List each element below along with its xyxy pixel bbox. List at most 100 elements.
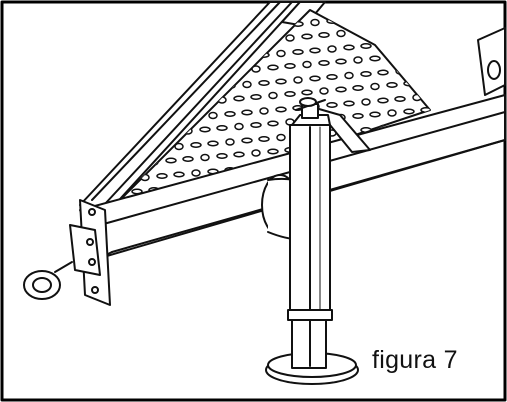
plate-hole — [165, 73, 177, 80]
plate-hole — [369, 55, 381, 62]
plate-hole — [293, 76, 303, 84]
plate-hole — [182, 16, 194, 22]
plate-hole — [403, 108, 415, 115]
plate-hole — [394, 40, 406, 46]
plate-hole — [267, 36, 279, 43]
plate-hole — [318, 32, 330, 38]
plate-hole — [447, 64, 455, 70]
plate-hole — [200, 153, 210, 162]
plate-hole — [438, 50, 448, 54]
plate-hole — [370, 82, 380, 91]
plate-hole — [233, 151, 245, 158]
plate-hole — [250, 94, 262, 100]
plate-hole — [403, 24, 415, 31]
plate-hole — [284, 63, 296, 69]
plate-hole — [139, 118, 151, 125]
plate-hole — [123, 63, 133, 71]
plate-hole — [139, 62, 151, 69]
plate-hole — [149, 74, 159, 82]
plate-hole — [394, 96, 406, 102]
plate-hole — [361, 98, 371, 106]
plate-hole — [241, 137, 253, 144]
plate-hole — [369, 27, 381, 34]
plate-hole — [267, 64, 279, 71]
plate-hole — [122, 36, 134, 42]
plate-hole — [309, 47, 321, 54]
plate-hole — [234, 122, 244, 131]
plate-hole — [216, 153, 228, 159]
plate-hole — [207, 140, 219, 147]
plate-hole — [199, 126, 211, 133]
plate-hole — [411, 38, 423, 45]
plate-hole — [132, 131, 142, 140]
plate-hole — [242, 80, 252, 89]
plate-hole — [360, 71, 372, 77]
plate-hole — [394, 180, 406, 186]
plate-hole — [394, 12, 406, 18]
plate-hole — [259, 107, 269, 115]
plate-hole — [412, 10, 422, 18]
plate-hole — [302, 60, 312, 69]
plate-hole — [224, 111, 236, 117]
plate-hole — [411, 66, 423, 73]
plate-hole — [318, 60, 330, 66]
plate-hole — [225, 138, 235, 146]
plate-hole — [361, 182, 371, 190]
plate-hole — [386, 82, 398, 88]
plate-hole — [319, 87, 329, 95]
plate-hole — [275, 106, 287, 113]
plate-hole — [301, 33, 313, 40]
plate-hole — [120, 21, 125, 29]
plate-hole — [267, 148, 279, 155]
plate-hole — [428, 177, 430, 183]
plate-hole — [233, 95, 245, 102]
plate-hole — [421, 78, 430, 86]
plate-hole — [173, 171, 185, 178]
plate-hole — [386, 54, 398, 60]
plate-hole — [268, 91, 278, 100]
plate-hole — [173, 87, 185, 94]
plate-hole — [336, 3, 346, 7]
plate-hole — [309, 75, 321, 82]
plate-hole — [190, 142, 202, 148]
plate-hole — [439, 22, 447, 28]
plate-hole — [429, 36, 430, 44]
plate-hole — [166, 16, 176, 25]
plate-hole — [377, 69, 389, 76]
plate-hole — [174, 142, 184, 151]
plate-hole — [378, 40, 388, 49]
jockey-wheel-stand-drawing — [265, 97, 359, 385]
plate-hole — [191, 169, 201, 177]
plate-hole — [182, 72, 194, 78]
plate-hole — [120, 78, 126, 84]
plate-hole — [251, 149, 261, 157]
plate-hole — [233, 11, 245, 18]
plate-hole — [173, 31, 185, 38]
plate-hole — [120, 50, 126, 56]
plate-hole — [199, 14, 211, 21]
plate-hole — [310, 18, 320, 27]
plate-hole — [120, 105, 125, 113]
plate-hole — [216, 125, 228, 131]
plate-hole — [420, 23, 430, 29]
plate-hole — [208, 111, 218, 120]
plate-hole — [301, 89, 313, 96]
plate-hole — [438, 78, 448, 82]
plate-hole — [156, 89, 168, 95]
plate-hole — [352, 85, 364, 91]
plate-hole — [353, 56, 363, 64]
plate-hole — [148, 103, 160, 109]
plate-hole — [377, 13, 389, 20]
plate-hole — [438, 162, 448, 166]
plate-hole — [292, 49, 304, 55]
plate-hole — [148, 47, 160, 53]
plate-hole — [241, 109, 253, 116]
plate-hole — [285, 34, 295, 42]
plate-hole — [377, 97, 389, 104]
plate-hole — [224, 27, 236, 33]
plate-hole — [122, 120, 134, 126]
plate-hole — [165, 157, 177, 164]
plate-hole — [139, 34, 151, 41]
